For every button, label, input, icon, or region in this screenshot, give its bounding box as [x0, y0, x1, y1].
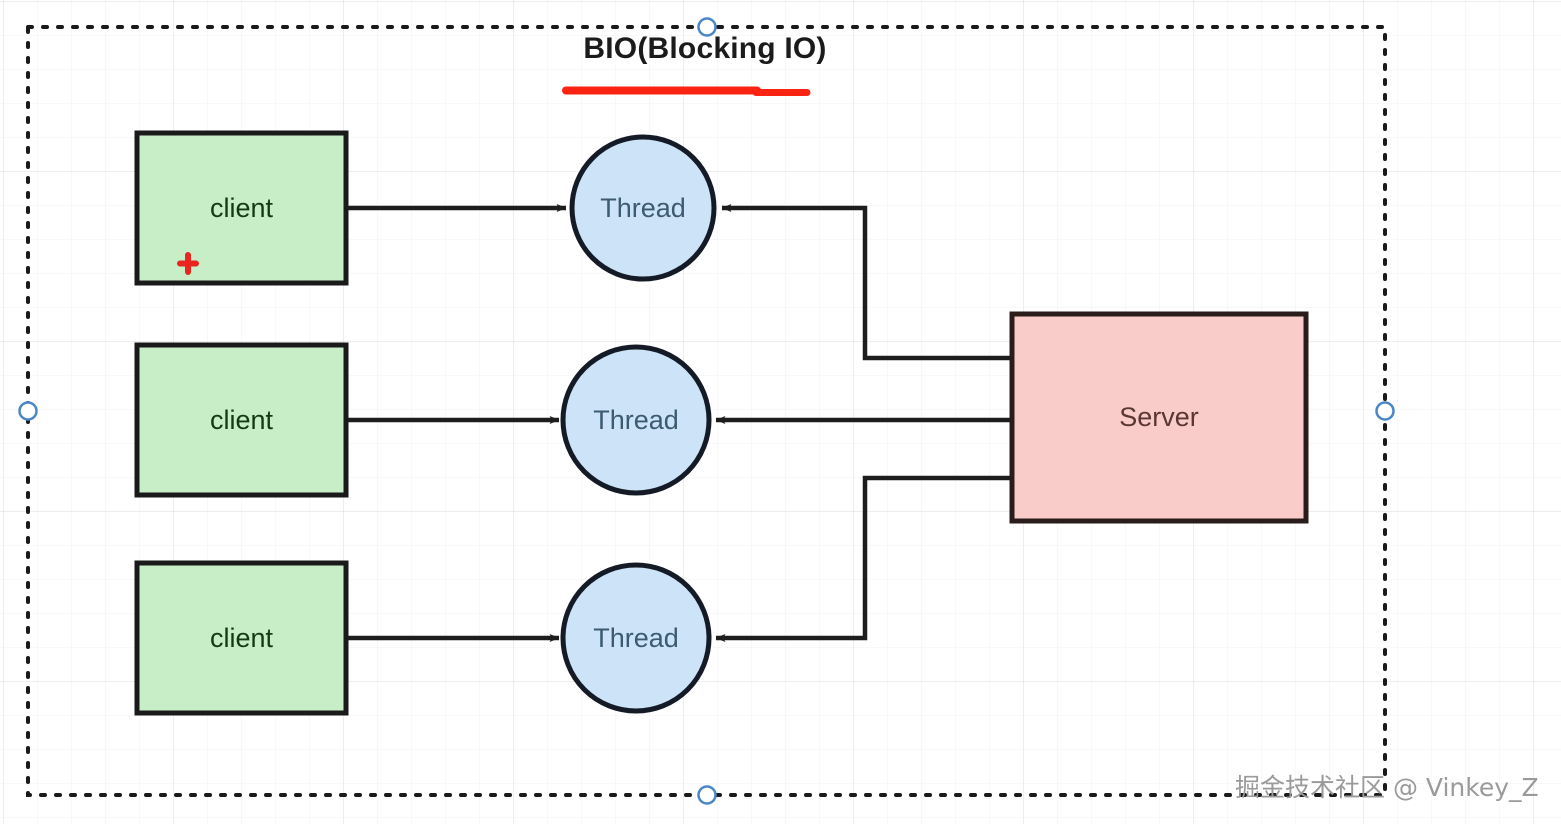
node-server[interactable] [1009, 311, 1309, 524]
handle-bottom-center[interactable] [697, 785, 717, 805]
diagram-title: BIO(Blocking IO) [583, 32, 827, 65]
node-thread-2[interactable] [560, 344, 712, 496]
node-client-1[interactable] [134, 130, 349, 286]
handle-top-center[interactable] [697, 17, 717, 37]
handle-right-middle[interactable] [1375, 401, 1395, 421]
node-client-2[interactable] [134, 342, 349, 498]
connector-server-thread3[interactable] [715, 475, 1012, 642]
node-client-3[interactable] [134, 560, 349, 716]
node-thread-3[interactable] [560, 562, 712, 714]
watermark: 掘金技术社区 @ Vinkey_Z [1235, 773, 1539, 802]
connector-server-thread1[interactable] [721, 204, 1012, 361]
node-thread-1[interactable] [569, 134, 717, 282]
title-underline [562, 86, 811, 96]
red-plus-icon [177, 252, 199, 275]
handle-left-middle[interactable] [18, 401, 38, 421]
